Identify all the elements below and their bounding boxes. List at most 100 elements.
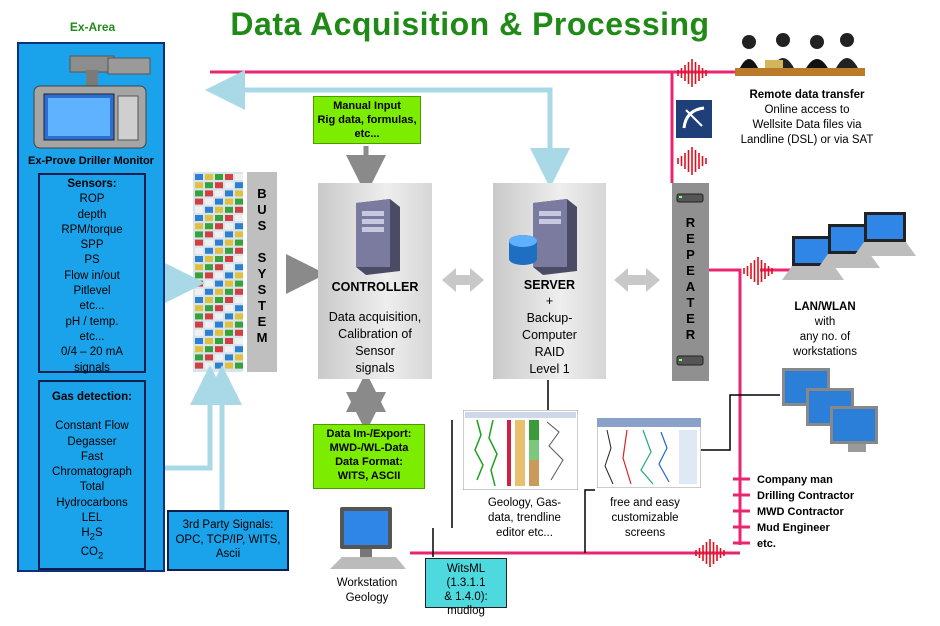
bus-letter: E — [257, 314, 267, 329]
company-item: Drilling Contractor — [757, 490, 855, 502]
remote-line: Online access to — [764, 104, 850, 116]
terminal-block — [215, 231, 223, 238]
terminal-block — [195, 215, 203, 221]
terminal-block — [205, 223, 213, 230]
terminal-block — [205, 297, 213, 303]
terminal-block — [225, 321, 233, 328]
repeater-letter: R — [685, 327, 696, 342]
terminal-block — [205, 264, 213, 271]
terminal-block — [205, 215, 213, 221]
terminal-block — [205, 272, 213, 279]
terminal-block — [235, 280, 243, 287]
gas-heading: Gas detection: — [52, 391, 132, 403]
geology-screen-text: Geology, Gas- data, trendline editor etc… — [472, 496, 577, 541]
gas-item: LEL — [81, 512, 103, 525]
diagram-title: Data Acquisition & Processing — [230, 6, 710, 42]
terminal-block — [215, 264, 223, 271]
sensor-item: Flow in/out — [64, 269, 120, 282]
co2-sub: 2 — [97, 550, 104, 562]
sensor-item: pH / temp. — [65, 315, 119, 328]
workstations-line — [700, 394, 780, 451]
laptops-icon — [782, 212, 916, 280]
custom-line-text: screens — [624, 527, 666, 539]
terminal-block — [235, 354, 243, 361]
co2-base: CO — [80, 545, 98, 558]
repeater-letter: E — [686, 263, 695, 278]
gas-detection-panel: Gas detection: Constant Flow Degasser Fa… — [38, 380, 146, 570]
server-box: SERVER + Backup- Computer RAID Level 1 — [493, 183, 606, 379]
lan-line: with — [814, 316, 836, 328]
terminal-block — [205, 288, 213, 295]
custom-screen-screenshot — [597, 418, 701, 488]
manual-input-line: Manual Input — [333, 100, 401, 112]
satellite-dish-icon — [676, 100, 712, 138]
terminal-block — [235, 288, 243, 295]
repeater-letter: E — [686, 311, 695, 326]
terminal-block — [195, 239, 203, 246]
bus-letter: M — [256, 330, 268, 345]
terminal-block — [205, 338, 213, 344]
bus-letter: S — [257, 282, 267, 297]
terminal-block — [195, 329, 203, 336]
gas-item: Fast — [80, 450, 104, 463]
terminal-block — [235, 272, 243, 279]
terminal-block — [225, 305, 233, 312]
h2s-tail: S — [94, 527, 103, 540]
workstation-line: Geology — [345, 592, 389, 604]
controller-tower-icon — [356, 199, 400, 275]
terminal-block — [225, 231, 233, 238]
repeater-letter: P — [686, 247, 695, 262]
third-party-line: OPC, TCP/IP, WITS, — [175, 533, 281, 546]
bus-letter: S — [257, 218, 267, 233]
terminal-block — [235, 264, 243, 271]
bus-letter: Y — [257, 266, 267, 281]
signal-burst-icon — [677, 59, 707, 87]
terminal-block — [235, 338, 243, 344]
terminal-block — [195, 247, 203, 254]
terminal-block — [235, 182, 243, 189]
sensor-item: signals — [74, 361, 110, 374]
terminal-block — [205, 198, 213, 205]
workstation-geology-text: Workstation Geology — [322, 576, 412, 606]
sensor-item: PS — [84, 254, 100, 267]
remote-line: Landline (DSL) or via SAT — [740, 134, 874, 146]
sensor-item: etc... — [79, 330, 105, 343]
controller-box: CONTROLLER Data acquisition, Calibration… — [318, 183, 432, 379]
lan-line: any no. of — [799, 331, 851, 343]
controller-desc: Data acquisition, Calibration of Sensor … — [318, 309, 432, 377]
terminal-block — [225, 239, 233, 246]
terminal-block — [225, 346, 233, 353]
server-line: + — [545, 294, 554, 308]
terminal-block — [235, 297, 243, 303]
pink-right-line — [709, 268, 742, 545]
server-line: Level 1 — [529, 362, 570, 376]
gas-item: Degasser — [67, 435, 117, 448]
terminal-block — [215, 329, 223, 336]
server-tower-icon — [509, 199, 577, 275]
data-import-export-box: Data Im-/Export: MWD-/WL-Data Data Forma… — [313, 424, 425, 489]
terminal-block — [225, 182, 233, 189]
gas-item: Chromatograph — [52, 466, 132, 479]
terminal-block — [215, 215, 223, 221]
bus-letter: U — [257, 202, 267, 217]
driller-monitor-icon — [33, 55, 151, 149]
manual-input-line: Rig data, formulas, — [317, 114, 417, 126]
terminal-block — [215, 256, 223, 262]
remote-line: Wellsite Data files via — [752, 119, 862, 131]
geology-line-text: data, trendline — [488, 512, 561, 524]
terminal-block — [235, 329, 243, 336]
terminal-block — [195, 182, 203, 189]
lan-line: workstations — [793, 346, 857, 358]
witsml-box: WitsML (1.3.1.1 & 1.4.0): mudlog — [425, 558, 507, 617]
terminal-block — [225, 338, 233, 344]
third-party-line: Ascii — [215, 548, 241, 560]
terminal-block — [235, 346, 243, 353]
terminal-block — [215, 280, 223, 287]
terminal-block — [235, 321, 243, 328]
repeater-letter: R — [685, 215, 696, 230]
terminal-block — [215, 182, 223, 189]
terminal-block — [205, 305, 213, 312]
terminal-block — [225, 297, 233, 303]
signal-burst-icon — [695, 539, 725, 567]
terminal-block — [225, 329, 233, 336]
